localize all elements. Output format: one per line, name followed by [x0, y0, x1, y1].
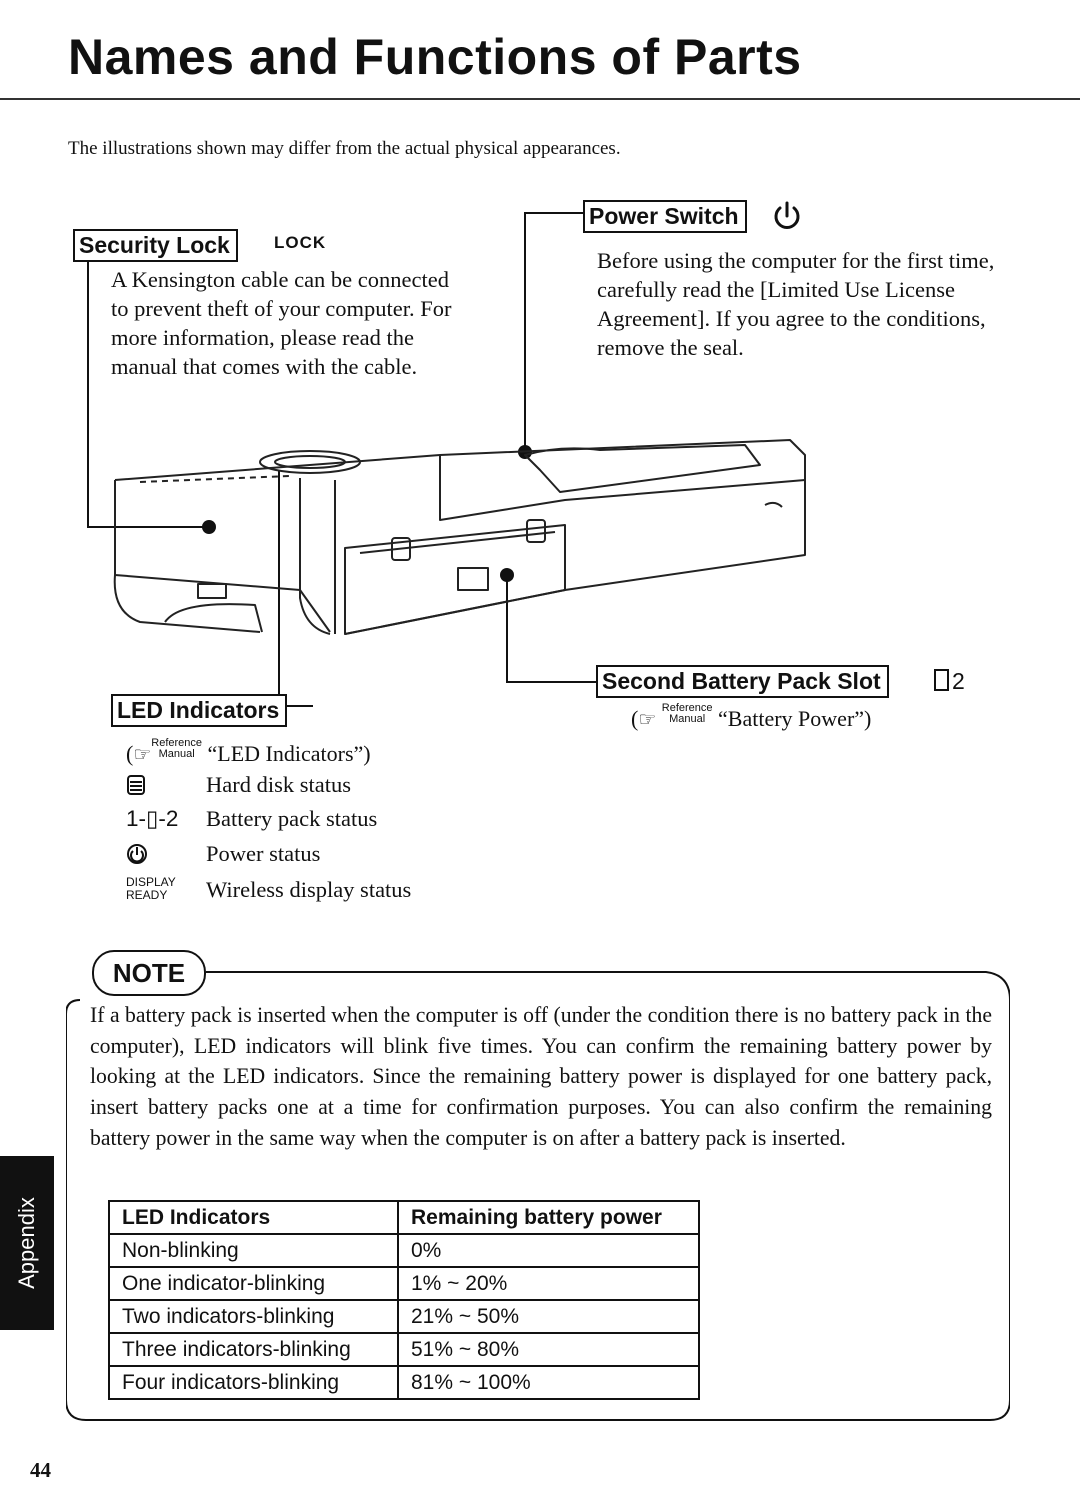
led-indicators-label: LED Indicators [111, 694, 288, 727]
security-lock-label: Security Lock [73, 229, 238, 262]
led-item-text: Wireless display status [206, 877, 412, 902]
side-tab-label: Appendix [14, 1197, 39, 1289]
note-frame [66, 971, 1010, 1421]
table-row: Four indicators-blinking 81% ~ 100% [108, 1365, 700, 1400]
power-switch-description: Before using the computer for the first … [597, 248, 995, 360]
power-symbol-icon [774, 201, 800, 229]
battery-slot-point [500, 568, 514, 582]
power-switch-label: Power Switch [583, 200, 747, 233]
pointing-hand-icon: ☞ [638, 709, 657, 731]
note-badge: NOTE [92, 950, 206, 996]
battery-slot-icon [934, 669, 949, 691]
table-cell: 51% ~ 80% [397, 1332, 700, 1367]
table-cell: 21% ~ 50% [397, 1299, 700, 1334]
computer-body [113, 439, 806, 635]
led-reference-text: “LED Indicators” [207, 741, 364, 766]
led-item-battery: 1-▯-2 Battery pack status [126, 806, 377, 832]
table-row: Non-blinking 0% [108, 1233, 700, 1268]
battery-slot-leader [506, 575, 596, 683]
table-cell: 1% ~ 20% [397, 1266, 700, 1301]
led-item-text: Battery pack status [206, 806, 378, 831]
led-item-text: Hard disk status [206, 772, 351, 797]
table-cell: Four indicators-blinking [108, 1365, 399, 1400]
battery-power-table: LED Indicators Remaining battery power N… [108, 1200, 700, 1400]
table-cell: 81% ~ 100% [397, 1365, 700, 1400]
title-divider [0, 98, 1080, 100]
table-cell: Non-blinking [108, 1233, 399, 1268]
column-header-led: LED Indicators [108, 1200, 399, 1235]
appendix-side-tab: Appendix [0, 1156, 54, 1330]
table-cell: Two indicators-blinking [108, 1299, 399, 1334]
battery-slot-suffix: 2 [952, 668, 965, 694]
lock-tag: LOCK [274, 233, 327, 252]
led-item-text: Power status [206, 841, 321, 866]
hard-disk-icon [126, 772, 206, 798]
table-row: Two indicators-blinking 21% ~ 50% [108, 1299, 700, 1334]
page-number: 44 [30, 1458, 51, 1482]
page-title: Names and Functions of Parts [68, 29, 802, 85]
note-text: If a battery pack is inserted when the c… [90, 1003, 992, 1150]
battery-reference-text: “Battery Power” [718, 706, 865, 731]
table-header-row: LED Indicators Remaining battery power [108, 1200, 700, 1235]
column-header-remaining: Remaining battery power [397, 1200, 700, 1235]
power-status-icon [126, 841, 206, 867]
intro-text: The illustrations shown may differ from … [68, 138, 621, 159]
power-switch-leader [524, 212, 583, 455]
table-cell: 0% [397, 1233, 700, 1268]
display-ready-symbol: DISPLAY READY [126, 875, 176, 902]
battery-pack-symbol: 1-▯-2 [126, 806, 179, 831]
second-battery-slot-label: Second Battery Pack Slot [596, 665, 889, 698]
pointing-hand-icon: ☞ [133, 744, 152, 766]
table-row: One indicator-blinking 1% ~ 20% [108, 1266, 700, 1301]
led-item-power: Power status [126, 841, 320, 867]
security-lock-description: A Kensington cable can be connected to p… [111, 267, 452, 379]
battery-slot-number: 2 [934, 668, 965, 695]
security-lock-point [202, 520, 216, 534]
table-cell: One indicator-blinking [108, 1266, 399, 1301]
table-row: Three indicators-blinking 51% ~ 80% [108, 1332, 700, 1367]
led-item-hard-disk: Hard disk status [126, 772, 351, 798]
led-item-display: DISPLAY READY Wireless display status [126, 876, 411, 903]
table-cell: Three indicators-blinking [108, 1332, 399, 1367]
